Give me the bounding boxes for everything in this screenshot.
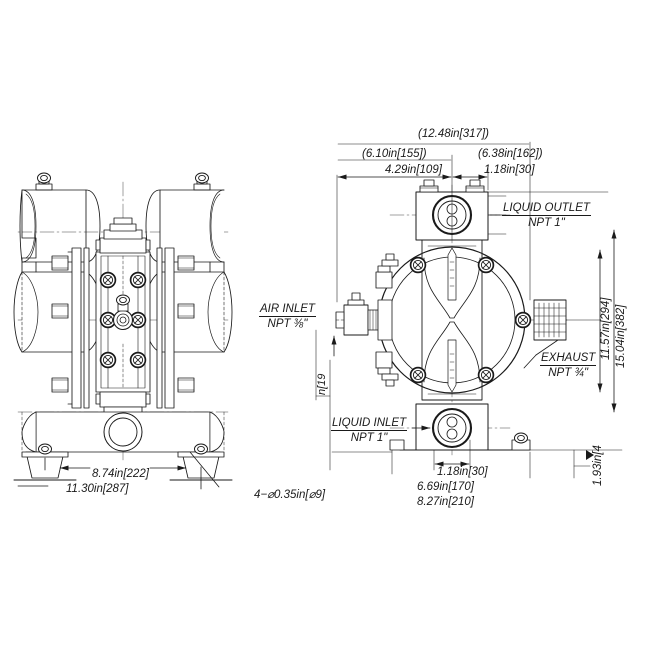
left-flange-plate-right: [156, 247, 175, 409]
dim-right-vertical-1: 11.57in[294]: [600, 297, 612, 360]
left-bottom-manifold: [21, 411, 225, 453]
label-air-inlet: AIR INLET NPT ⅜": [259, 303, 316, 330]
label-air-inlet-line1: AIR INLET: [259, 303, 316, 317]
dim-left-view-1: 8.74in[222]: [92, 468, 149, 480]
dim-left-view-2: 11.30in[287]: [66, 483, 129, 495]
label-exhaust-line2: NPT ¾": [548, 367, 589, 379]
label-air-inlet-line2: NPT ⅜": [267, 318, 308, 330]
pump-body-circle: [378, 246, 526, 394]
note-hole-callout: 4−⌀0.35in[⌀9]: [254, 489, 326, 501]
left-flange-nuts: [51, 255, 195, 393]
liquid-outlet-port: [415, 179, 507, 241]
label-exhaust: EXHAUST NPT ¾": [540, 352, 597, 379]
label-liquid-outlet: LIQUID OUTLET NPT 1": [502, 202, 591, 229]
label-liquid-outlet-line2: NPT 1": [528, 217, 565, 229]
left-flange-plate-left: [67, 247, 90, 409]
label-liquid-inlet-line1: LIQUID INLET: [331, 417, 408, 431]
right-view-dimension-lines: [315, 141, 623, 479]
label-liquid-inlet: LIQUID INLET NPT 1": [331, 417, 408, 444]
label-liquid-inlet-line2: NPT 1": [350, 432, 388, 444]
air-valve-assembly: [335, 253, 399, 387]
left-front-elevation-view: [13, 172, 233, 490]
label-exhaust-line1: EXHAUST: [540, 352, 597, 366]
dim-top-left-paren: (6.10in[155]): [362, 148, 427, 160]
dim-bottom-right-1: 1.18in[30]: [437, 466, 488, 478]
dim-top-right: 1.18in[30]: [484, 164, 535, 176]
dim-top-overall: (12.48in[317]): [418, 128, 489, 140]
left-centre-body: [95, 217, 151, 422]
dim-right-vertical-2: 15.04in[382]: [615, 304, 627, 368]
right-side-elevation-view: [315, 141, 623, 479]
dim-bottom-right-vertical: 1.93in[4: [592, 445, 604, 486]
dim-top-right-paren: (6.38in[162]): [478, 148, 543, 160]
left-view-dimension-lines: [17, 457, 202, 490]
dim-top-left: 4.29in[109]: [385, 164, 442, 176]
label-liquid-outlet-line1: LIQUID OUTLET: [502, 202, 591, 216]
dim-left-vertical-small: n[19: [316, 373, 328, 395]
exhaust-muffler: [523, 299, 567, 369]
liquid-inlet-port: [399, 403, 531, 451]
dim-bottom-right-2: 6.69in[170]: [417, 481, 474, 493]
left-upper-right-chamber: [145, 172, 225, 263]
dim-bottom-right-3: 8.27in[210]: [417, 496, 474, 508]
